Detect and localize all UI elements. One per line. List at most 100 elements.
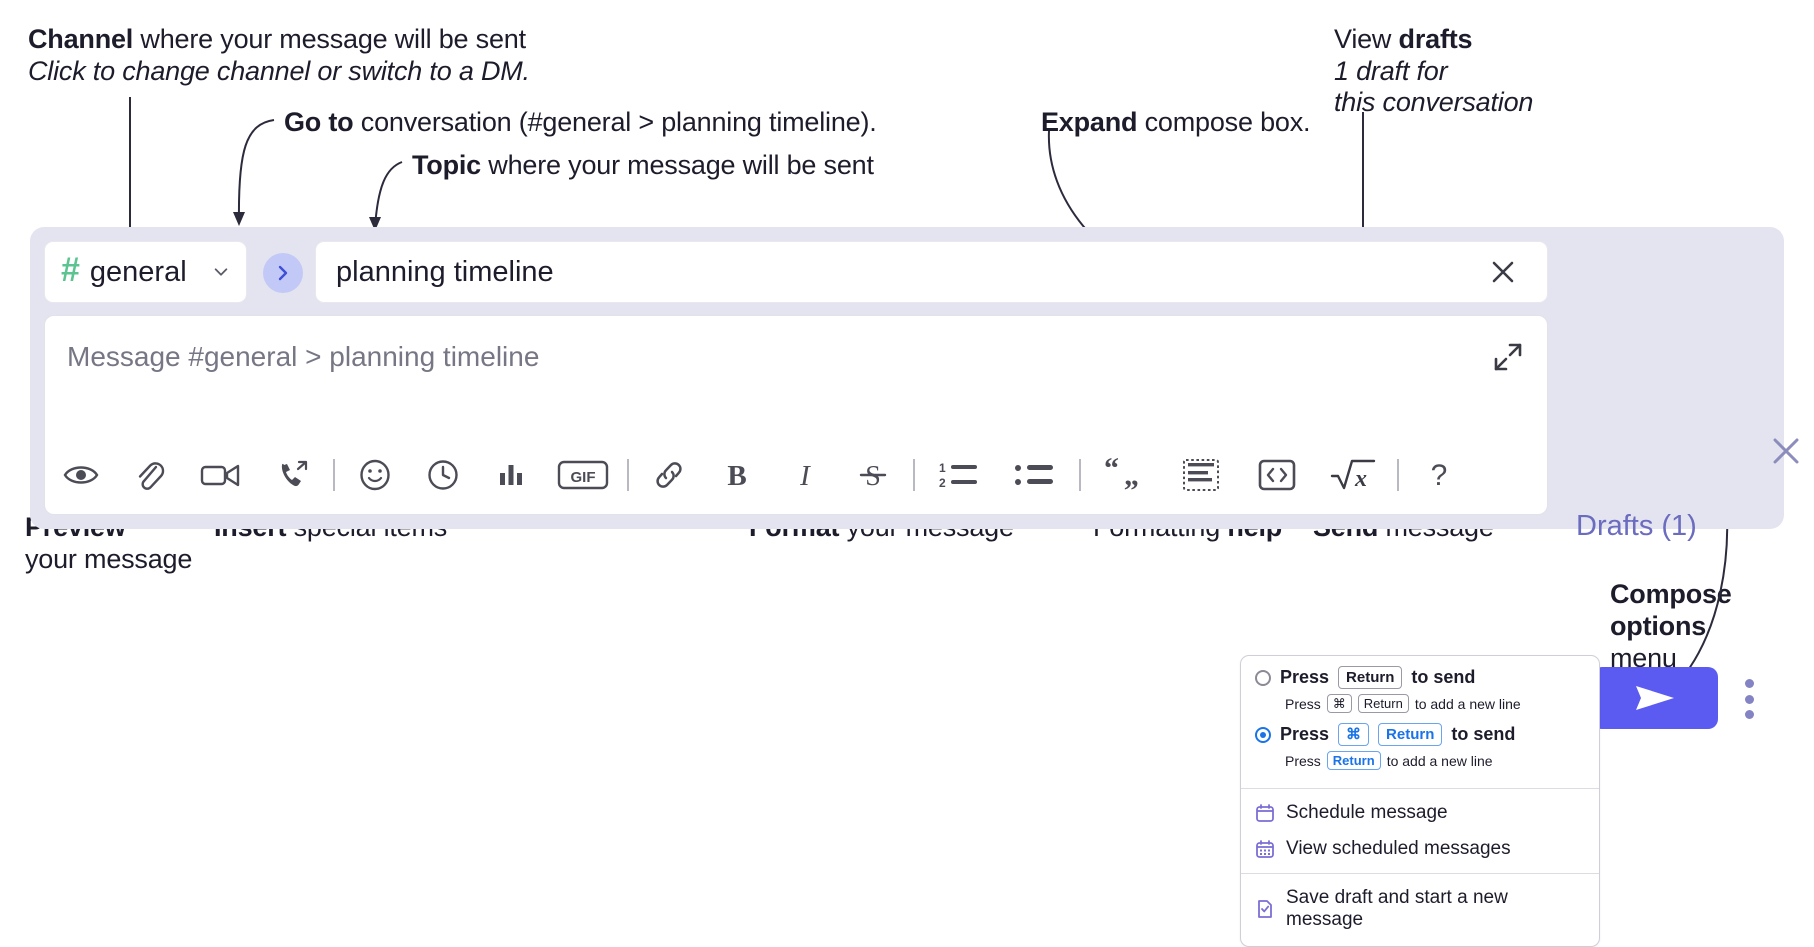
attach-file-button[interactable] xyxy=(123,449,175,501)
menu-item-schedule-message[interactable]: Schedule message xyxy=(1241,795,1599,831)
kebab-dot-3 xyxy=(1744,710,1754,719)
menu-section-schedule: Schedule message View scheduled messages xyxy=(1241,789,1599,873)
svg-text:x: x xyxy=(1354,466,1367,492)
compose-options-button[interactable] xyxy=(1744,679,1754,719)
ordered-list-icon: 1 2 xyxy=(939,461,977,490)
italic-icon: I xyxy=(799,460,811,492)
radio-label-post: to send xyxy=(1411,667,1476,687)
svg-text:S: S xyxy=(865,461,881,492)
go-to-conversation-button[interactable] xyxy=(263,253,303,293)
compose-options-menu: Press Return to send Press ⌘ Return to a… xyxy=(1240,655,1600,947)
preview-button[interactable] xyxy=(55,449,107,501)
radio-sub-return: Press ⌘ Return to add a new line xyxy=(1285,694,1585,713)
annotation-goto: Go to conversation (#general > planning … xyxy=(284,107,877,137)
latex-button[interactable]: x xyxy=(1323,449,1383,501)
toolbar-divider xyxy=(1397,459,1399,491)
message-area[interactable]: Message #general > planning timeline xyxy=(44,315,1548,515)
code-block-button[interactable] xyxy=(1171,449,1231,501)
compose-header-row: # general planning timeline xyxy=(44,241,1548,303)
key-command: ⌘ xyxy=(1326,694,1352,713)
svg-text:I: I xyxy=(799,460,811,492)
bulleted-list-icon xyxy=(1015,465,1053,485)
sub-post: to add a new line xyxy=(1414,695,1521,712)
sub-post: to add a new line xyxy=(1386,752,1493,769)
chevron-right-icon xyxy=(278,265,288,281)
close-icon xyxy=(1492,261,1514,283)
radio-label-post: to send xyxy=(1451,724,1516,744)
bold-button[interactable]: B xyxy=(711,449,763,501)
code-block-icon xyxy=(1183,459,1219,491)
preview-icon xyxy=(63,466,99,484)
menu-item-save-draft[interactable]: Save draft and start a new message xyxy=(1241,880,1599,938)
key-return: Return xyxy=(1326,751,1381,770)
gif-icon: GIF xyxy=(557,460,609,490)
annotation-channel-sub: Click to change channel or switch to a D… xyxy=(28,56,530,86)
bold-icon: B xyxy=(727,460,746,492)
radio-button[interactable] xyxy=(1255,669,1271,686)
menu-item-view-scheduled[interactable]: View scheduled messages xyxy=(1241,831,1599,867)
italic-button[interactable]: I xyxy=(779,449,831,501)
expand-compose-button[interactable] xyxy=(1491,340,1525,374)
channel-name-label: general xyxy=(89,255,187,288)
attachment-icon xyxy=(138,462,165,490)
radio-option-return[interactable]: Press Return to send xyxy=(1255,666,1585,689)
menu-divider xyxy=(1241,873,1599,874)
strikethrough-icon: S xyxy=(859,461,887,492)
video-icon xyxy=(200,464,240,487)
annotation-compose-options-1: Compose xyxy=(1610,579,1732,609)
svg-text:GIF: GIF xyxy=(571,469,596,486)
clock-icon xyxy=(428,460,458,490)
sub-pre: Press xyxy=(1285,752,1321,769)
menu-item-label: Schedule message xyxy=(1286,802,1448,823)
annotation-drafts-sub1: 1 draft for xyxy=(1334,56,1448,86)
radio-button-selected[interactable] xyxy=(1255,726,1271,743)
link-button[interactable] xyxy=(643,449,695,501)
code-button[interactable] xyxy=(1247,449,1307,501)
bulleted-list-button[interactable] xyxy=(1005,449,1065,501)
reminder-button[interactable] xyxy=(417,449,469,501)
radio-label-pre: Press xyxy=(1280,724,1330,744)
blockquote-button[interactable]: “ „ xyxy=(1095,449,1155,501)
expand-icon xyxy=(1494,343,1522,371)
key-return: Return xyxy=(1378,723,1443,746)
annotation-expand: Expand compose box. xyxy=(1041,107,1311,137)
menu-item-label: Save draft and start a new message xyxy=(1286,887,1508,930)
audio-clip-button[interactable] xyxy=(267,449,319,501)
poll-icon xyxy=(500,465,522,485)
radio-option-cmd-return[interactable]: Press ⌘ Return to send xyxy=(1255,723,1585,746)
svg-text:?: ? xyxy=(1431,459,1448,492)
close-compose-button[interactable] xyxy=(1768,433,1804,469)
code-icon xyxy=(1258,459,1296,491)
strikethrough-button[interactable]: S xyxy=(847,449,899,501)
close-icon xyxy=(1773,438,1799,464)
video-clip-button[interactable] xyxy=(191,449,251,501)
blockquote-icon: “ „ xyxy=(1104,458,1139,492)
formatting-toolbar: GIF B xyxy=(55,442,1535,508)
clear-topic-button[interactable] xyxy=(1477,254,1529,290)
send-shortcut-options: Press Return to send Press ⌘ Return to a… xyxy=(1241,656,1599,788)
annotation-channel-title: Channel where your message will be sent xyxy=(28,24,526,54)
save-draft-icon xyxy=(1258,900,1272,918)
emoji-button[interactable] xyxy=(349,449,401,501)
toolbar-divider xyxy=(627,459,629,491)
poll-button[interactable] xyxy=(485,449,537,501)
toolbar-divider xyxy=(913,459,915,491)
formatting-help-button[interactable]: ? xyxy=(1413,449,1465,501)
help-icon: ? xyxy=(1431,459,1448,492)
menu-divider xyxy=(1241,788,1599,789)
annotation-drafts-sub2: this conversation xyxy=(1334,87,1534,117)
radio-sub-cmd-return: Press Return to add a new line xyxy=(1285,751,1585,770)
svg-text:2: 2 xyxy=(939,476,946,490)
audio-call-icon xyxy=(281,460,308,487)
ordered-list-button[interactable]: 1 2 xyxy=(929,449,989,501)
send-message-button[interactable] xyxy=(1592,667,1718,729)
annotation-drafts-title: View drafts xyxy=(1334,24,1473,54)
gif-button[interactable]: GIF xyxy=(553,449,613,501)
sub-pre: Press xyxy=(1285,695,1321,712)
send-icon xyxy=(1636,686,1674,710)
channel-selector[interactable]: # general xyxy=(44,241,247,303)
annotation-preview-line2: your message xyxy=(25,544,193,574)
drafts-link[interactable]: Drafts (1) xyxy=(1576,510,1697,542)
topic-field[interactable]: planning timeline xyxy=(315,241,1548,303)
topic-value: planning timeline xyxy=(336,255,554,288)
